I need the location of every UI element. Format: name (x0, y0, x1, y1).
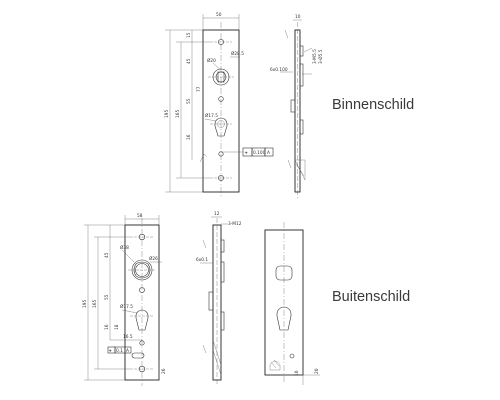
outer-side-section: 12 3-M12 6x0.1 (196, 211, 242, 386)
outer-dim-16: 16 (104, 324, 110, 330)
outer-total-height: 195 (82, 300, 88, 308)
inner-callout-cyl: Ø17.5 (205, 112, 218, 119)
outer-dim-55: 55 (104, 294, 110, 300)
outer-back-rose-cutout (275, 265, 293, 281)
inner-tolerance-frame: ⌖ 0.100 A (221, 147, 274, 157)
outer-back-dim-10: 10 (294, 370, 300, 376)
outer-shield-label: Buitenschild (332, 289, 411, 305)
outer-callout-cyl: Ø17.5 (120, 303, 133, 310)
inner-front-view: 50 195 165 15 45 55 77 16 Ø28.5 Ø20 Ø17.… (164, 12, 274, 198)
inner-dim-55: 55 (186, 98, 192, 104)
outer-bottom-16-5: 16.5 (123, 334, 133, 340)
inner-hole-spacing: 165 (175, 110, 181, 118)
outer-dim-18: 18 (114, 324, 120, 330)
inner-dim-15: 15 (186, 32, 192, 38)
outer-back-cylinder-cutout (276, 306, 292, 331)
inner-dim-77: 77 (196, 86, 202, 92)
outer-back-view: 20 10 (264, 222, 320, 385)
outer-section-thickness: 12 (214, 211, 220, 217)
outer-section-m12: 3-M12 (228, 221, 242, 227)
inner-shield-label: Binnenschild (332, 97, 415, 113)
inner-dim-16: 16 (186, 134, 192, 140)
inner-section-6x: 6x0.100 (270, 67, 288, 73)
outer-front-view: 58 195 165 45 55 16 18 Ø38 Ø26 Ø17.5 16.… (82, 213, 167, 386)
outer-tol-value: 0.1 (116, 348, 123, 354)
inner-side-section: 10 3-M5.5 3-Ø5.5 6x0.100 (270, 14, 324, 198)
outer-tol-datum: A (126, 348, 129, 354)
inner-width-dim: 50 (216, 12, 222, 18)
inner-tol-datum: A (267, 150, 270, 156)
outer-width-dim: 58 (137, 213, 143, 219)
inner-cylinder-profile (214, 117, 228, 137)
outer-back-dim-20: 20 (314, 368, 320, 374)
inner-callout-rose: Ø28.5 (231, 50, 244, 57)
inner-section-d5: 3-Ø5.5 (317, 49, 324, 64)
inner-total-height: 195 (164, 110, 170, 118)
outer-callout-38: Ø38 (120, 244, 129, 251)
inner-callout-20: Ø20 (207, 57, 216, 64)
outer-tol-symbol: ⌖ (109, 349, 112, 354)
outer-callout-26: Ø26 (149, 255, 158, 262)
outer-bottom-26: 26 (161, 368, 167, 374)
inner-section-m5: 3-M5.5 (312, 49, 318, 64)
outer-section-6x: 6x0.1 (196, 257, 208, 263)
outer-dim-45: 45 (104, 252, 110, 258)
inner-section-thickness: 10 (295, 14, 301, 20)
outer-hole-spacing: 165 (92, 300, 98, 308)
outer-cylinder-profile (135, 309, 149, 331)
inner-tol-value: 0.100 (253, 150, 266, 156)
inner-dim-45: 45 (186, 58, 192, 64)
inner-tol-symbol: ⌖ (245, 151, 248, 156)
outer-tolerance-frame: ⌖ 0.1 A (107, 346, 132, 354)
